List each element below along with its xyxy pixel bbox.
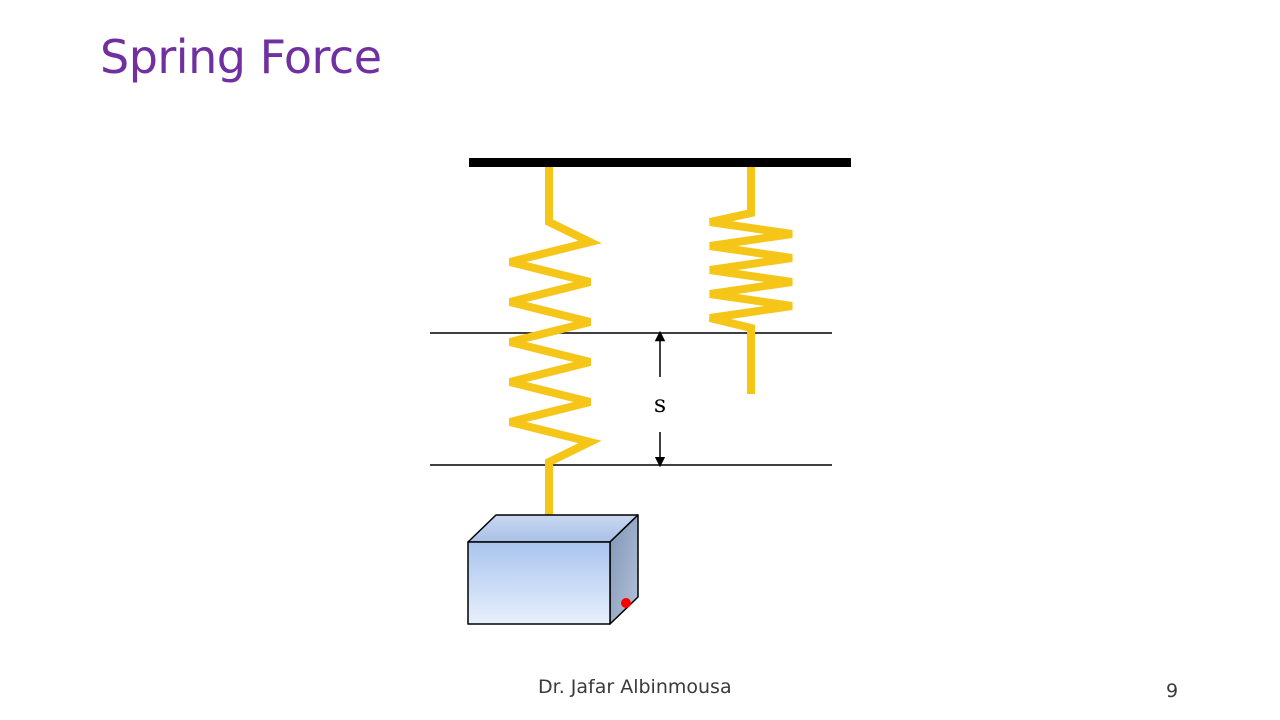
page-number: 9	[1166, 680, 1179, 702]
red-dot-marker	[621, 598, 631, 608]
footer-author: Dr. Jafar Albinmousa	[538, 676, 732, 698]
block-front-face	[467, 541, 611, 625]
block-top-face	[467, 514, 639, 543]
displacement-label: s	[654, 390, 666, 418]
unstretched-spring	[709, 167, 793, 394]
slide-title: Spring Force	[100, 30, 382, 84]
hanging-block	[467, 514, 639, 625]
fixed-support	[469, 158, 851, 167]
stretched-spring	[509, 167, 602, 516]
